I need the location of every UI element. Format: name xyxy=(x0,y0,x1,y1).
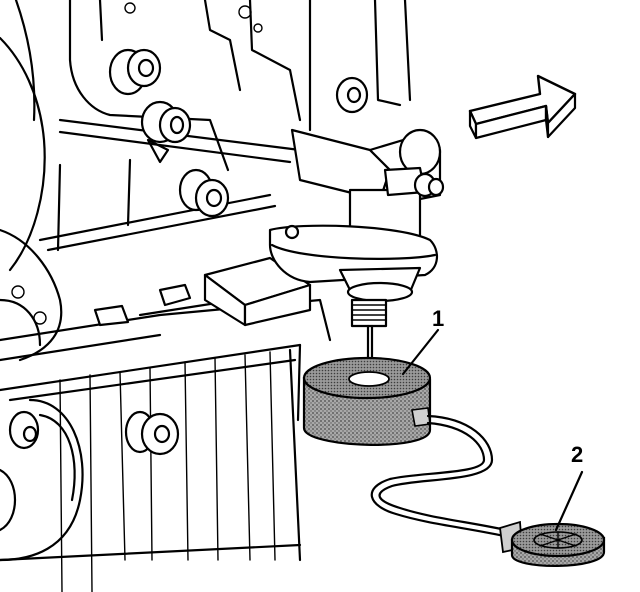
bolt-boss xyxy=(335,76,369,114)
direction-arrow-icon xyxy=(468,74,577,140)
callout-2: 2 xyxy=(571,442,583,467)
leader-line-2 xyxy=(554,470,584,532)
sensor-cable xyxy=(370,414,508,538)
sensor-connector xyxy=(499,520,606,567)
sensor-bracket xyxy=(268,128,445,303)
bolt-bosses xyxy=(8,48,369,456)
callout-1: 1 xyxy=(432,306,444,331)
bolt-boss xyxy=(108,48,162,96)
sensor-weight xyxy=(302,356,432,446)
threaded-stud xyxy=(350,298,388,370)
engine-block xyxy=(0,0,412,592)
leader-line-1 xyxy=(401,328,440,376)
bolt-boss xyxy=(8,410,40,450)
bolt-boss xyxy=(140,100,192,144)
bolt-boss xyxy=(178,168,230,218)
bolt-boss xyxy=(124,410,180,456)
